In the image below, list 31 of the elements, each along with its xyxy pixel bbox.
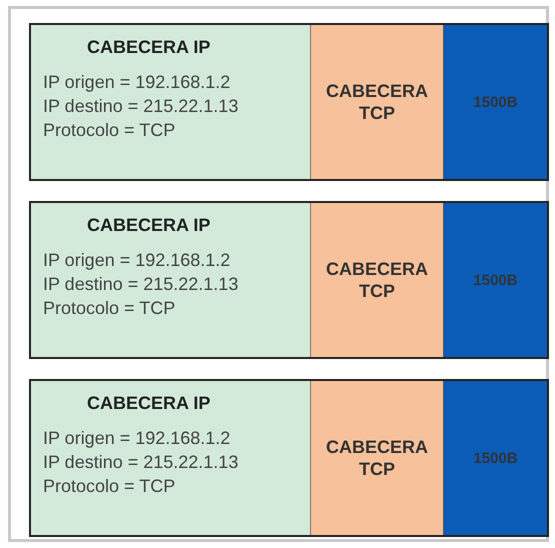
header-title: CABECERA IP	[87, 37, 212, 58]
payload-cell	[444, 25, 547, 179]
header-label: CABECERA TCP	[324, 80, 429, 124]
size-label: 1500B	[473, 450, 518, 466]
size-label: 1500B	[473, 272, 518, 288]
field-text: Protocolo = TCP	[43, 297, 176, 320]
header-title: CABECERA IP	[87, 393, 212, 414]
field-text: IP origen = 192.168.1.2	[43, 427, 232, 450]
tcp-header-cell	[311, 25, 444, 179]
tcp-header-cell	[311, 381, 444, 535]
ip-header-cell	[31, 381, 311, 535]
header-label: CABECERA TCP	[324, 258, 429, 302]
panel-frame	[8, 6, 549, 542]
field-text: IP destino = 215.22.1.13	[43, 273, 240, 296]
payload-cell	[444, 381, 547, 535]
field-text: IP origen = 192.168.1.2	[43, 71, 232, 94]
ip-header-cell	[31, 203, 311, 357]
field-text: Protocolo = TCP	[43, 475, 176, 498]
size-label: 1500B	[473, 94, 518, 110]
field-text: IP origen = 192.168.1.2	[43, 249, 232, 272]
packet-frame	[29, 379, 549, 537]
field-text: Protocolo = TCP	[43, 119, 176, 142]
ip-header-cell	[31, 25, 311, 179]
header-label: CABECERA TCP	[324, 436, 429, 480]
header-title: CABECERA IP	[87, 215, 212, 236]
payload-cell	[444, 203, 547, 357]
field-text: IP destino = 215.22.1.13	[43, 451, 240, 474]
field-text: IP destino = 215.22.1.13	[43, 95, 240, 118]
packet-frame	[29, 23, 549, 181]
packet-frame	[29, 201, 549, 359]
tcp-header-cell	[311, 203, 444, 357]
